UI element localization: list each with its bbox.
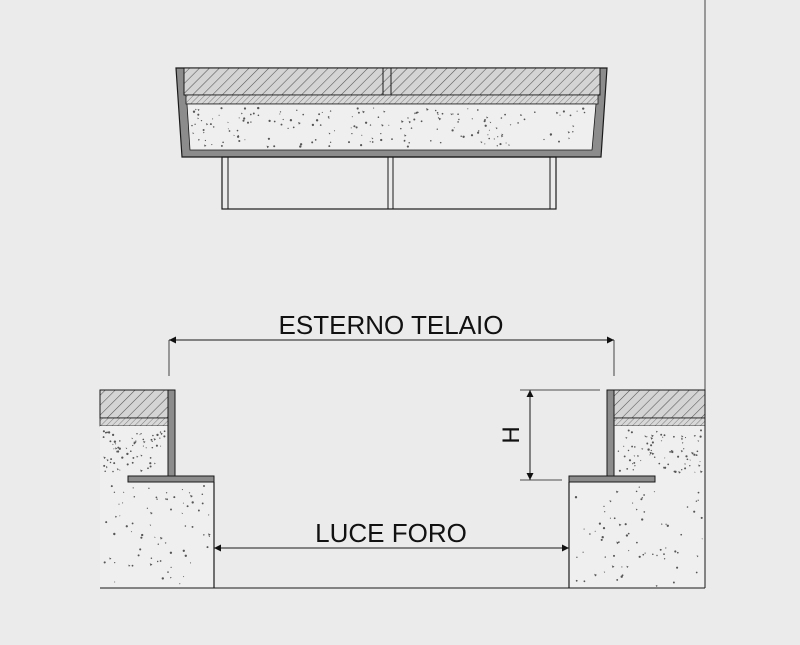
concrete-speckle xyxy=(191,106,586,149)
left-slab-section xyxy=(99,389,215,588)
clear-opening-label: LUCE FORO xyxy=(315,518,467,548)
height-label: H xyxy=(498,426,525,443)
right-slab-section xyxy=(568,389,706,588)
concrete-speckle xyxy=(574,429,703,588)
concrete-speckle xyxy=(102,430,211,585)
cover-section xyxy=(175,67,608,210)
height-dimension: H xyxy=(498,389,600,481)
clear-opening-dimension: LUCE FORO xyxy=(214,518,569,552)
outer-frame-label: ESTERNO TELAIO xyxy=(279,310,504,340)
outer-frame-dimension: ESTERNO TELAIO xyxy=(168,310,615,376)
